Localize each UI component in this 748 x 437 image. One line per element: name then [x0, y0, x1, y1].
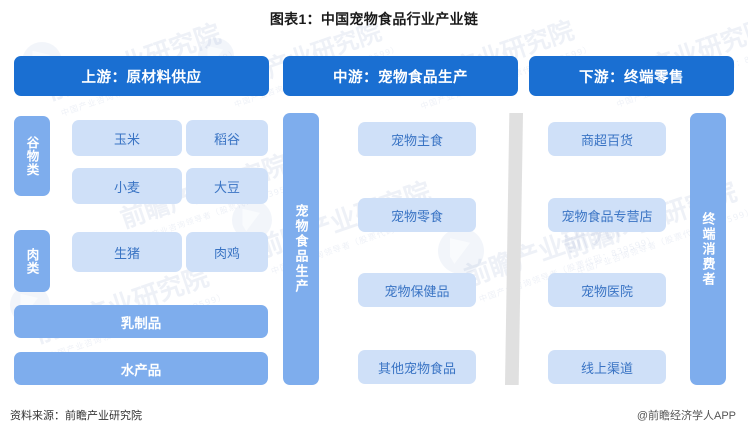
midstream-vertical-label: 宠物食品生产: [283, 113, 319, 385]
upstream-item-wheat: 小麦: [72, 168, 182, 204]
downstream-item-supermarket: 商超百货: [548, 122, 666, 156]
upstream-item-pig: 生猪: [72, 232, 182, 272]
upstream-item-corn: 玉米: [72, 120, 182, 156]
upstream-category-grain: 谷物类: [14, 116, 50, 196]
downstream-vertical-label: 终端消费者: [690, 113, 726, 385]
midstream-item-snacks: 宠物零食: [358, 198, 476, 232]
upstream-category-meat: 肉类: [14, 230, 50, 292]
upstream-item-seafood: 水产品: [14, 352, 268, 385]
midstream-item-other-food: 其他宠物食品: [358, 350, 476, 384]
credit-note: @前瞻经济学人APP: [636, 410, 736, 422]
source-note: 资料来源：前瞻产业研究院: [10, 410, 142, 422]
midstream-item-health-care: 宠物保健品: [358, 273, 476, 307]
upstream-item-dairy: 乳制品: [14, 305, 268, 338]
midstream-item-staple-food: 宠物主食: [358, 122, 476, 156]
downstream-item-pet-hospital: 宠物医院: [548, 273, 666, 307]
upstream-item-soybean: 大豆: [186, 168, 268, 204]
upstream-item-rice: 稻谷: [186, 120, 268, 156]
page-title: 图表1：中国宠物食品行业产业链: [269, 11, 479, 27]
watermark-logo: [438, 228, 484, 274]
header-downstream: 下游：终端零售: [529, 56, 734, 96]
header-midstream: 中游：宠物食品生产: [283, 56, 518, 96]
downstream-item-specialty-shop: 宠物食品专营店: [548, 198, 666, 232]
downstream-item-online-channel: 线上渠道: [548, 350, 666, 384]
column-divider: [505, 113, 523, 385]
header-upstream: 上游：原材料供应: [14, 56, 269, 96]
upstream-item-chicken: 肉鸡: [186, 232, 268, 272]
